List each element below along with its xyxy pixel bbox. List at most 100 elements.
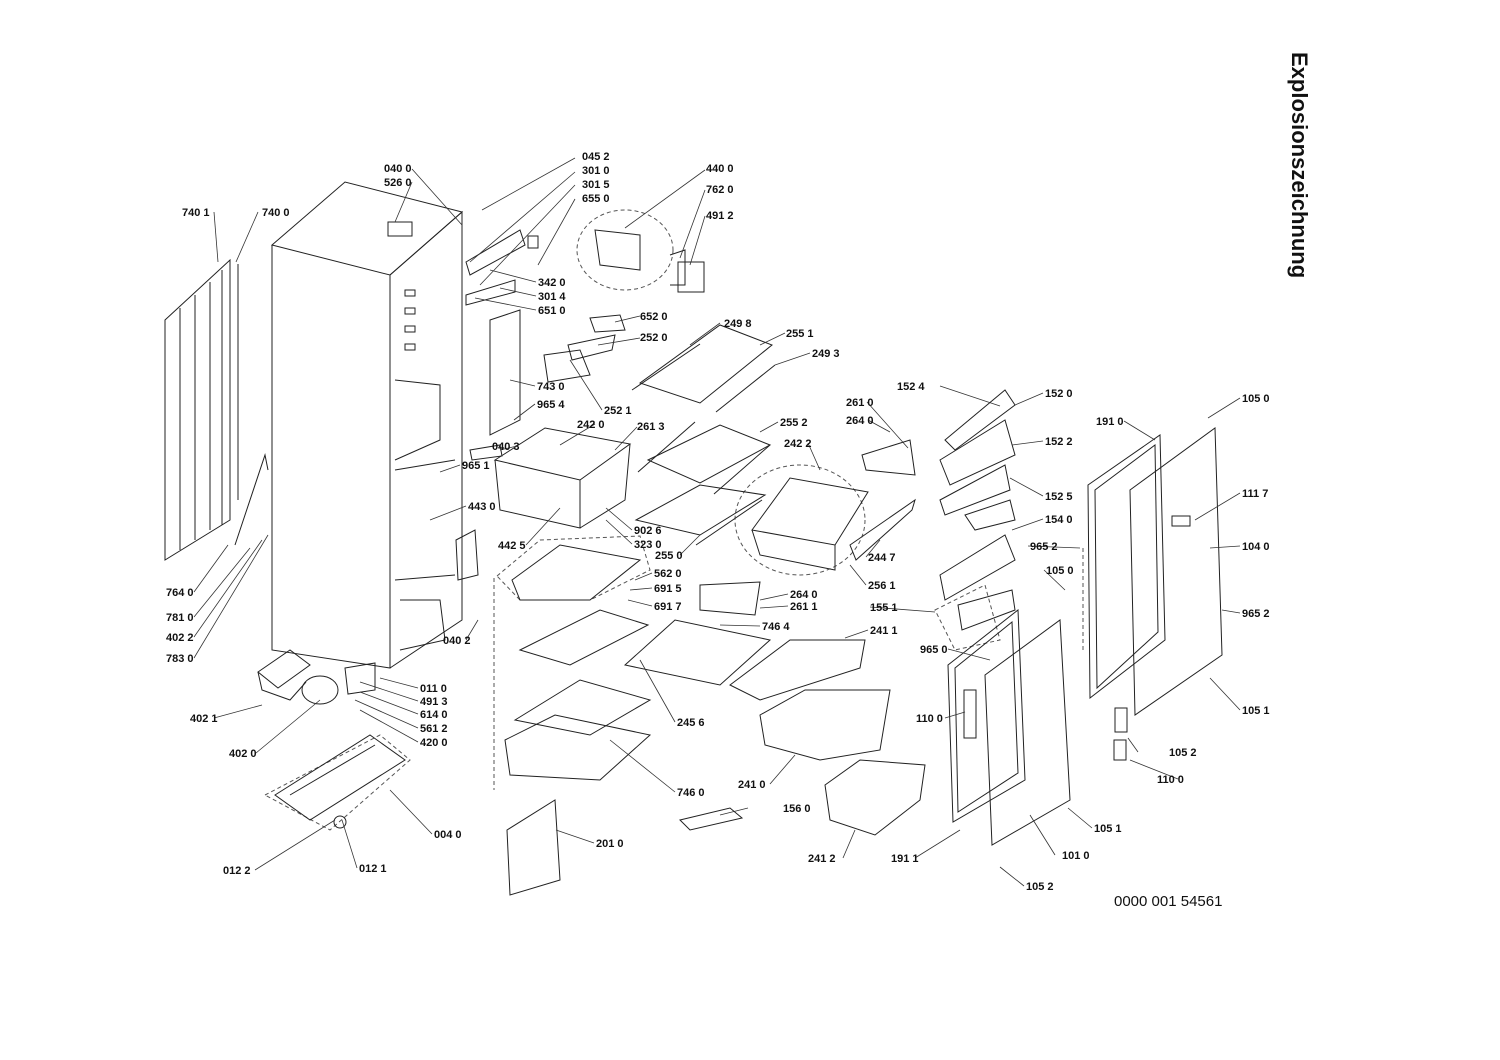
part-number-label: 264 0 xyxy=(846,415,874,427)
part-number-label: 191 0 xyxy=(1096,416,1124,428)
part-number-label: 402 0 xyxy=(229,748,257,760)
part-number-label: 443 0 xyxy=(468,501,496,513)
part-number-label: 105 1 xyxy=(1094,823,1122,835)
part-number-label: 045 2 xyxy=(582,151,610,163)
part-labels: 040 0 526 0 045 2 301 0 301 5 655 0 440 0 762 0… xyxy=(166,151,1270,893)
compressor-base xyxy=(257,649,406,829)
part-number-label: 105 0 xyxy=(1242,393,1270,405)
part-number-label: 561 2 xyxy=(420,723,448,735)
part-number-label: 746 0 xyxy=(677,787,705,799)
part-number-label: 261 1 xyxy=(790,601,818,613)
part-number-label: 691 7 xyxy=(654,601,682,613)
part-number-label: 323 0 xyxy=(634,539,662,551)
part-number-label: 255 0 xyxy=(655,550,683,562)
part-number-label: 110 0 xyxy=(1157,774,1184,786)
part-number-label: 101 0 xyxy=(1062,850,1090,862)
part-number-label: 491 3 xyxy=(420,696,448,708)
part-number-label: 242 2 xyxy=(784,438,812,450)
part-number-label: 442 5 xyxy=(498,540,526,552)
part-number-label: 105 2 xyxy=(1026,881,1054,893)
part-number-label: 402 1 xyxy=(190,713,218,725)
part-number-label: 110 0 xyxy=(916,713,943,725)
part-number-label: 965 2 xyxy=(1030,541,1058,553)
part-number-label: 614 0 xyxy=(420,709,448,721)
part-number-label: 562 0 xyxy=(654,568,682,580)
control-unit-parts xyxy=(455,229,705,581)
part-number-label: 152 2 xyxy=(1045,436,1073,448)
part-number-label: 244 7 xyxy=(868,552,896,564)
part-number-label: 155 1 xyxy=(870,602,898,614)
part-number-label: 256 1 xyxy=(868,580,896,592)
part-number-label: 402 2 xyxy=(166,632,194,644)
part-number-label: 249 8 xyxy=(724,318,752,330)
part-number-label: 152 4 xyxy=(897,381,925,393)
part-number-label: 902 6 xyxy=(634,525,662,537)
part-number-label: 154 0 xyxy=(1045,514,1073,526)
part-number-label: 011 0 xyxy=(420,683,447,695)
part-number-label: 255 2 xyxy=(780,417,808,429)
condenser-grid xyxy=(164,258,269,561)
part-number-label: 040 0 xyxy=(384,163,412,175)
part-number-label: 105 2 xyxy=(1169,747,1197,759)
part-number-label: 241 2 xyxy=(808,853,836,865)
part-number-label: 746 4 xyxy=(762,621,790,633)
doors xyxy=(947,427,1223,846)
part-number-label: 965 2 xyxy=(1242,608,1270,620)
part-number-label: 012 2 xyxy=(223,865,251,877)
part-number-label: 252 1 xyxy=(604,405,632,417)
part-number-label: 342 0 xyxy=(538,277,566,289)
part-number-label: 249 3 xyxy=(812,348,840,360)
part-number-label: 261 3 xyxy=(637,421,665,433)
part-number-label: 261 0 xyxy=(846,397,874,409)
part-number-label: 691 5 xyxy=(654,583,682,595)
part-number-label: 740 0 xyxy=(262,207,290,219)
part-number-label: 783 0 xyxy=(166,653,194,665)
part-number-label: 245 6 xyxy=(677,717,705,729)
part-number-label: 651 0 xyxy=(538,305,566,317)
part-number-label: 764 0 xyxy=(166,587,194,599)
part-number-label: 156 0 xyxy=(783,803,811,815)
part-number-label: 255 1 xyxy=(786,328,814,340)
part-number-label: 105 0 xyxy=(1046,565,1074,577)
part-number-label: 491 2 xyxy=(706,210,734,222)
part-number-label: 965 0 xyxy=(920,644,948,656)
part-number-label: 655 0 xyxy=(582,193,610,205)
part-number-label: 301 4 xyxy=(538,291,566,303)
part-number-label: 301 5 xyxy=(582,179,610,191)
part-number-label: 152 0 xyxy=(1045,388,1073,400)
part-number-label: 241 1 xyxy=(870,625,898,637)
part-number-label: 252 0 xyxy=(640,332,668,344)
part-number-label: 781 0 xyxy=(166,612,194,624)
door-balconies xyxy=(939,389,1016,631)
document-number: 0000 001 54561 xyxy=(1114,893,1223,910)
leader-lines xyxy=(193,157,1241,887)
part-number-label: 264 0 xyxy=(790,589,818,601)
part-number-label: 740 1 xyxy=(182,207,210,219)
refrigerator-cabinet xyxy=(270,181,464,669)
glass-shelves xyxy=(631,324,776,546)
part-number-label: 105 1 xyxy=(1242,705,1270,717)
part-number-label: 965 1 xyxy=(462,460,490,472)
part-number-label: 191 1 xyxy=(891,853,919,865)
fridge-drawers xyxy=(493,427,926,896)
part-number-label: 301 0 xyxy=(582,165,610,177)
part-number-label: 201 0 xyxy=(596,838,624,850)
part-number-label: 241 0 xyxy=(738,779,766,791)
part-number-label: 420 0 xyxy=(420,737,448,749)
part-number-label: 440 0 xyxy=(706,163,734,175)
part-number-label: 111 7 xyxy=(1242,488,1268,500)
part-number-label: 040 2 xyxy=(443,635,471,647)
part-number-label: 965 4 xyxy=(537,399,565,411)
part-number-label: 242 0 xyxy=(577,419,605,431)
part-number-label: 104 0 xyxy=(1242,541,1270,553)
part-number-label: 762 0 xyxy=(706,184,734,196)
part-number-label: 652 0 xyxy=(640,311,668,323)
part-number-label: 004 0 xyxy=(434,829,462,841)
part-number-label: 743 0 xyxy=(537,381,565,393)
part-number-label: 526 0 xyxy=(384,177,412,189)
part-number-label: 012 1 xyxy=(359,863,387,875)
part-number-label: 040 3 xyxy=(492,441,520,453)
group-outlines xyxy=(263,209,1084,831)
part-number-label: 152 5 xyxy=(1045,491,1073,503)
